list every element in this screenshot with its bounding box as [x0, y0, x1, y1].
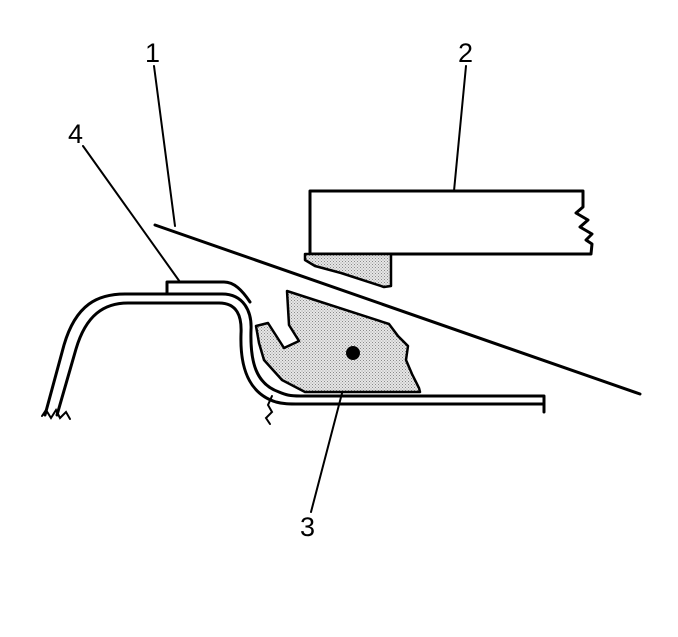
panel-outer-edge: [43, 292, 546, 417]
reference-line: [153, 223, 642, 396]
callout-3: 3: [300, 512, 315, 542]
callout-4: 4: [68, 119, 83, 149]
panel-inner-edge: [55, 301, 546, 417]
callout-2: 2: [458, 38, 473, 68]
main-sealer-mass: [254, 289, 422, 394]
panel-torn-edge-left: [41, 407, 71, 420]
callout-1: 1: [145, 38, 160, 68]
leader-line-1: [153, 65, 176, 227]
sealer-point-marker: [346, 346, 360, 360]
upper-sealer-bead: [303, 252, 393, 289]
retaining-clip: [165, 280, 252, 304]
upper-block: [308, 189, 594, 256]
leader-line-4: [82, 145, 181, 283]
leader-line-2: [453, 65, 467, 192]
panel-torn-edge-center: [264, 395, 274, 425]
